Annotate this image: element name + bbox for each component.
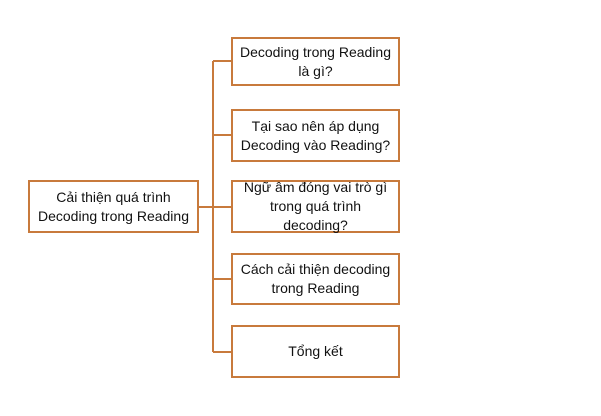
branch-node-label: Cách cải thiện decoding trong Reading xyxy=(240,261,391,296)
branch-node-label: Ngữ âm đóng vai trò gì trong quá trình d… xyxy=(243,179,388,233)
branch-node-phonics-role: Ngữ âm đóng vai trò gì trong quá trình d… xyxy=(231,179,400,233)
branch-node-definition: Decoding trong Reading là gì? xyxy=(231,37,400,86)
branch-node-how-to-improve: Cách cải thiện decoding trong Reading xyxy=(231,253,400,305)
branch-node-summary: Tổng kết xyxy=(231,325,400,378)
root-node: Cải thiện quá trình Decoding trong Readi… xyxy=(28,180,199,233)
branch-node-why-apply: Tại sao nên áp dụng Decoding vào Reading… xyxy=(231,109,400,162)
branch-node-label: Tổng kết xyxy=(288,343,343,359)
root-node-label: Cải thiện quá trình Decoding trong Readi… xyxy=(38,188,189,224)
branch-node-label: Decoding trong Reading là gì? xyxy=(240,43,391,79)
branch-node-label: Tại sao nên áp dụng Decoding vào Reading… xyxy=(240,117,391,153)
